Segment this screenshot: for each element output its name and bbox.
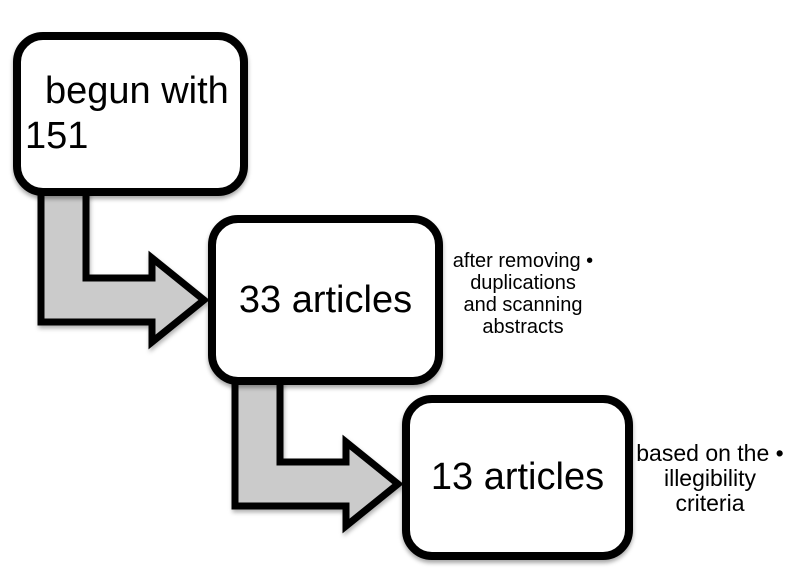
node-label: 33 articles [238, 278, 413, 321]
node-label: 13 articles [430, 456, 605, 498]
node-label-line: 151 [25, 115, 89, 157]
elbow-arrow-down-right-icon [37, 186, 210, 350]
annotation-line: and scanning [463, 294, 583, 316]
annotation-line: illegibility [663, 465, 757, 491]
flow-node-begun-with-151: begun with 151 [13, 32, 248, 196]
annotation-line: duplications [470, 272, 576, 294]
annotation-line: abstracts [482, 316, 564, 338]
annotation-based-on-illegibility-criteria: based on the • illegibility criteria [600, 441, 800, 516]
node-label-line: begun with [45, 70, 229, 112]
annotation-line: criteria [675, 490, 745, 516]
elbow-arrow-down-right-icon [231, 368, 404, 534]
flow-node-13-articles: 13 articles [402, 395, 633, 560]
flow-node-33-articles: 33 articles [208, 215, 443, 385]
annotation-after-removing-duplications: after removing • duplications and scanni… [413, 250, 633, 338]
annotation-line: based on the • [636, 440, 784, 466]
annotation-line: after removing • [452, 250, 594, 272]
node-label: begun with 151 [21, 69, 229, 159]
